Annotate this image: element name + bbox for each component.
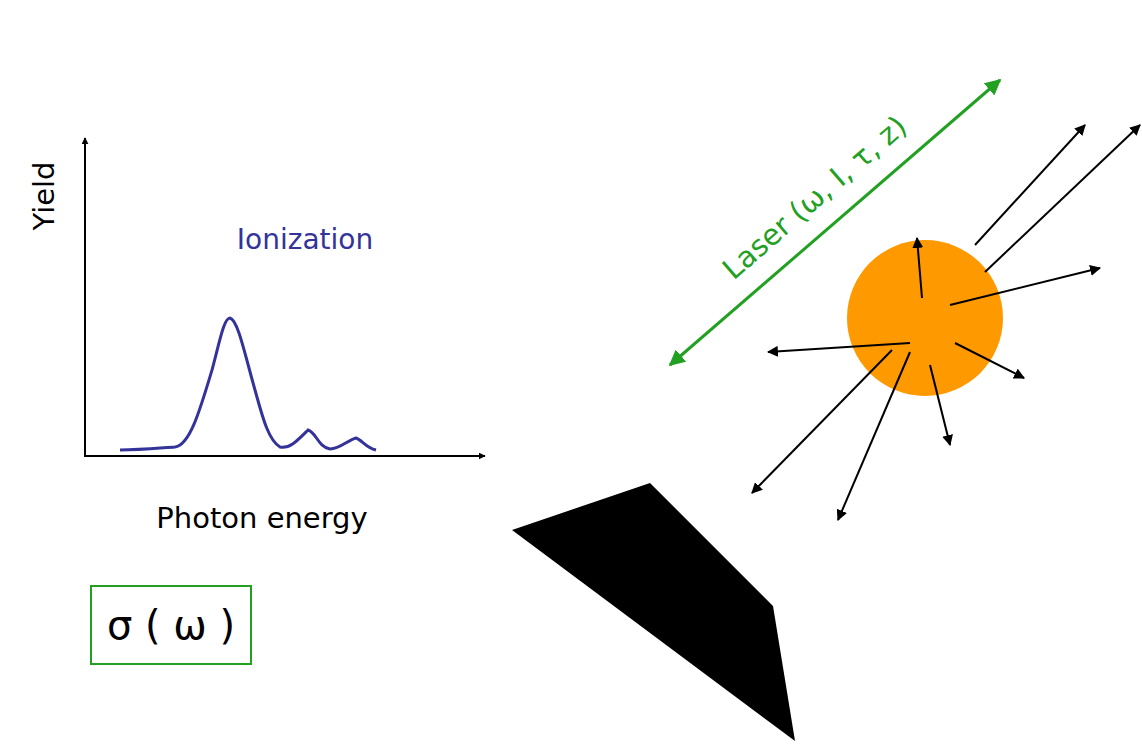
curve-label: Ionization (237, 224, 373, 256)
emission-arrow (917, 238, 922, 298)
emission-arrow (752, 350, 892, 493)
emission-arrow (955, 343, 1024, 378)
y-axis (84, 138, 86, 456)
formula-text: σ ( ω ) (107, 602, 235, 648)
emission-arrow (985, 125, 1140, 272)
detector (512, 483, 795, 741)
emission-arrow (930, 365, 950, 445)
laser-label: Laser (ω, I, τ, z) (716, 110, 913, 286)
axis-title: Photon energy (156, 502, 367, 535)
axis-title: Yield (28, 161, 61, 230)
result-box: σ ( ω ) (90, 585, 252, 665)
emission-arrow (838, 352, 910, 520)
emission-arrow (975, 125, 1085, 245)
x-axis (84, 455, 485, 457)
emission-arrow (950, 268, 1100, 305)
emission-arrow (768, 343, 910, 352)
ionization-curve (120, 318, 376, 450)
